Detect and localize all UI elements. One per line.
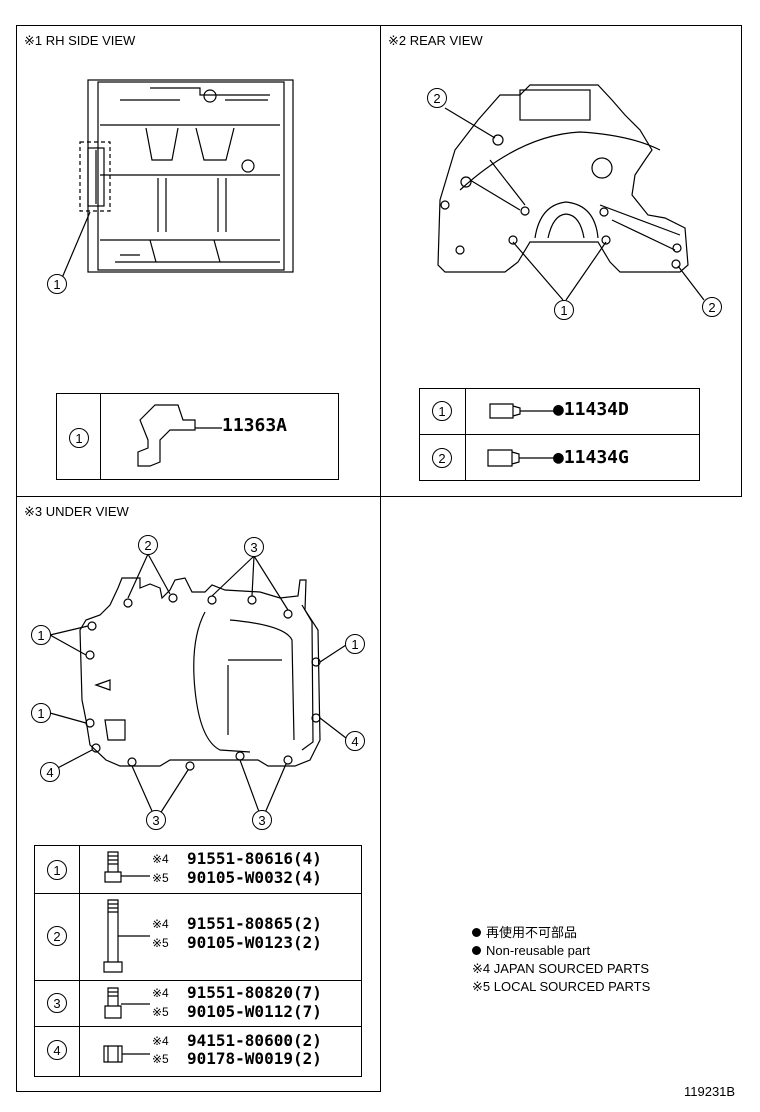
under-ref-2: 2 xyxy=(47,926,67,946)
callout-rh-1: 1 xyxy=(47,274,67,294)
under-parts-table xyxy=(34,845,362,1077)
callout-under-1-b: 1 xyxy=(31,703,51,723)
bullet-icon xyxy=(472,946,481,955)
under-part-3-local: 90105-W0112(7) xyxy=(187,1002,322,1021)
under-part-4-local: 90178-W0019(2) xyxy=(187,1049,322,1068)
bullet-icon xyxy=(472,928,481,937)
figure-id: 119231B xyxy=(684,1084,736,1099)
under-view-panel xyxy=(16,496,381,1092)
callout-rear-2-top: 2 xyxy=(427,88,447,108)
rear-part-drawings xyxy=(487,403,556,467)
under-view-title: ※3 UNDER VIEW xyxy=(24,504,129,519)
rear-view-drawing xyxy=(437,84,705,301)
legend-en-line: Non-reusable part xyxy=(472,942,650,960)
under-part-drawings xyxy=(103,851,150,1063)
legend-jp-line: 再使用不可部品 xyxy=(472,924,650,942)
rh-part-drawing xyxy=(137,404,222,467)
under-part-4-jp: 94151-80600(2) xyxy=(187,1031,322,1050)
under-ref-1: 1 xyxy=(47,860,67,880)
callout-under-3-top: 3 xyxy=(244,537,264,557)
callout-under-3-br: 3 xyxy=(252,810,272,830)
rh-parts-table xyxy=(56,393,339,480)
rh-part-number: 11363A xyxy=(222,415,288,436)
legend: 再使用不可部品 Non-reusable part ※4 JAPAN SOURC… xyxy=(472,924,650,996)
callout-rear-2-right: 2 xyxy=(702,297,722,317)
callout-under-4-left: 4 xyxy=(40,762,60,782)
rear-table-ref-2: 2 xyxy=(432,448,452,468)
rear-table-ref-1: 1 xyxy=(432,401,452,421)
under-ref-4: 4 xyxy=(47,1040,67,1060)
rh-side-block-drawing xyxy=(61,79,294,279)
under-ref-3: 3 xyxy=(47,993,67,1013)
under-part-2-jp: 91551-80865(2) xyxy=(187,914,322,933)
under-part-3-jp: 91551-80820(7) xyxy=(187,983,322,1002)
callout-under-1-c: 1 xyxy=(345,634,365,654)
under-part-1-jp: 91551-80616(4) xyxy=(187,849,322,868)
under-part-2-local: 90105-W0123(2) xyxy=(187,933,322,952)
under-part-1-local: 90105-W0032(4) xyxy=(187,868,322,887)
rear-part-number-2: ●11434G xyxy=(553,447,629,468)
callout-under-1-a: 1 xyxy=(31,625,51,645)
callout-under-3-bl: 3 xyxy=(146,810,166,830)
callout-rear-1: 1 xyxy=(554,300,574,320)
rear-view-panel xyxy=(380,25,742,497)
callout-under-4-right: 4 xyxy=(345,731,365,751)
rh-table-ref-1: 1 xyxy=(69,428,89,448)
callout-under-2: 2 xyxy=(138,535,158,555)
rear-part-number-1: ●11434D xyxy=(553,399,629,420)
rh-side-view-title: ※1 RH SIDE VIEW xyxy=(24,33,136,48)
oil-pan-drawing xyxy=(49,553,347,821)
rear-view-title: ※2 REAR VIEW xyxy=(388,33,483,48)
legend-japan-sourced: ※4 JAPAN SOURCED PARTS xyxy=(472,961,650,976)
legend-local-sourced: ※5 LOCAL SOURCED PARTS xyxy=(472,979,651,994)
